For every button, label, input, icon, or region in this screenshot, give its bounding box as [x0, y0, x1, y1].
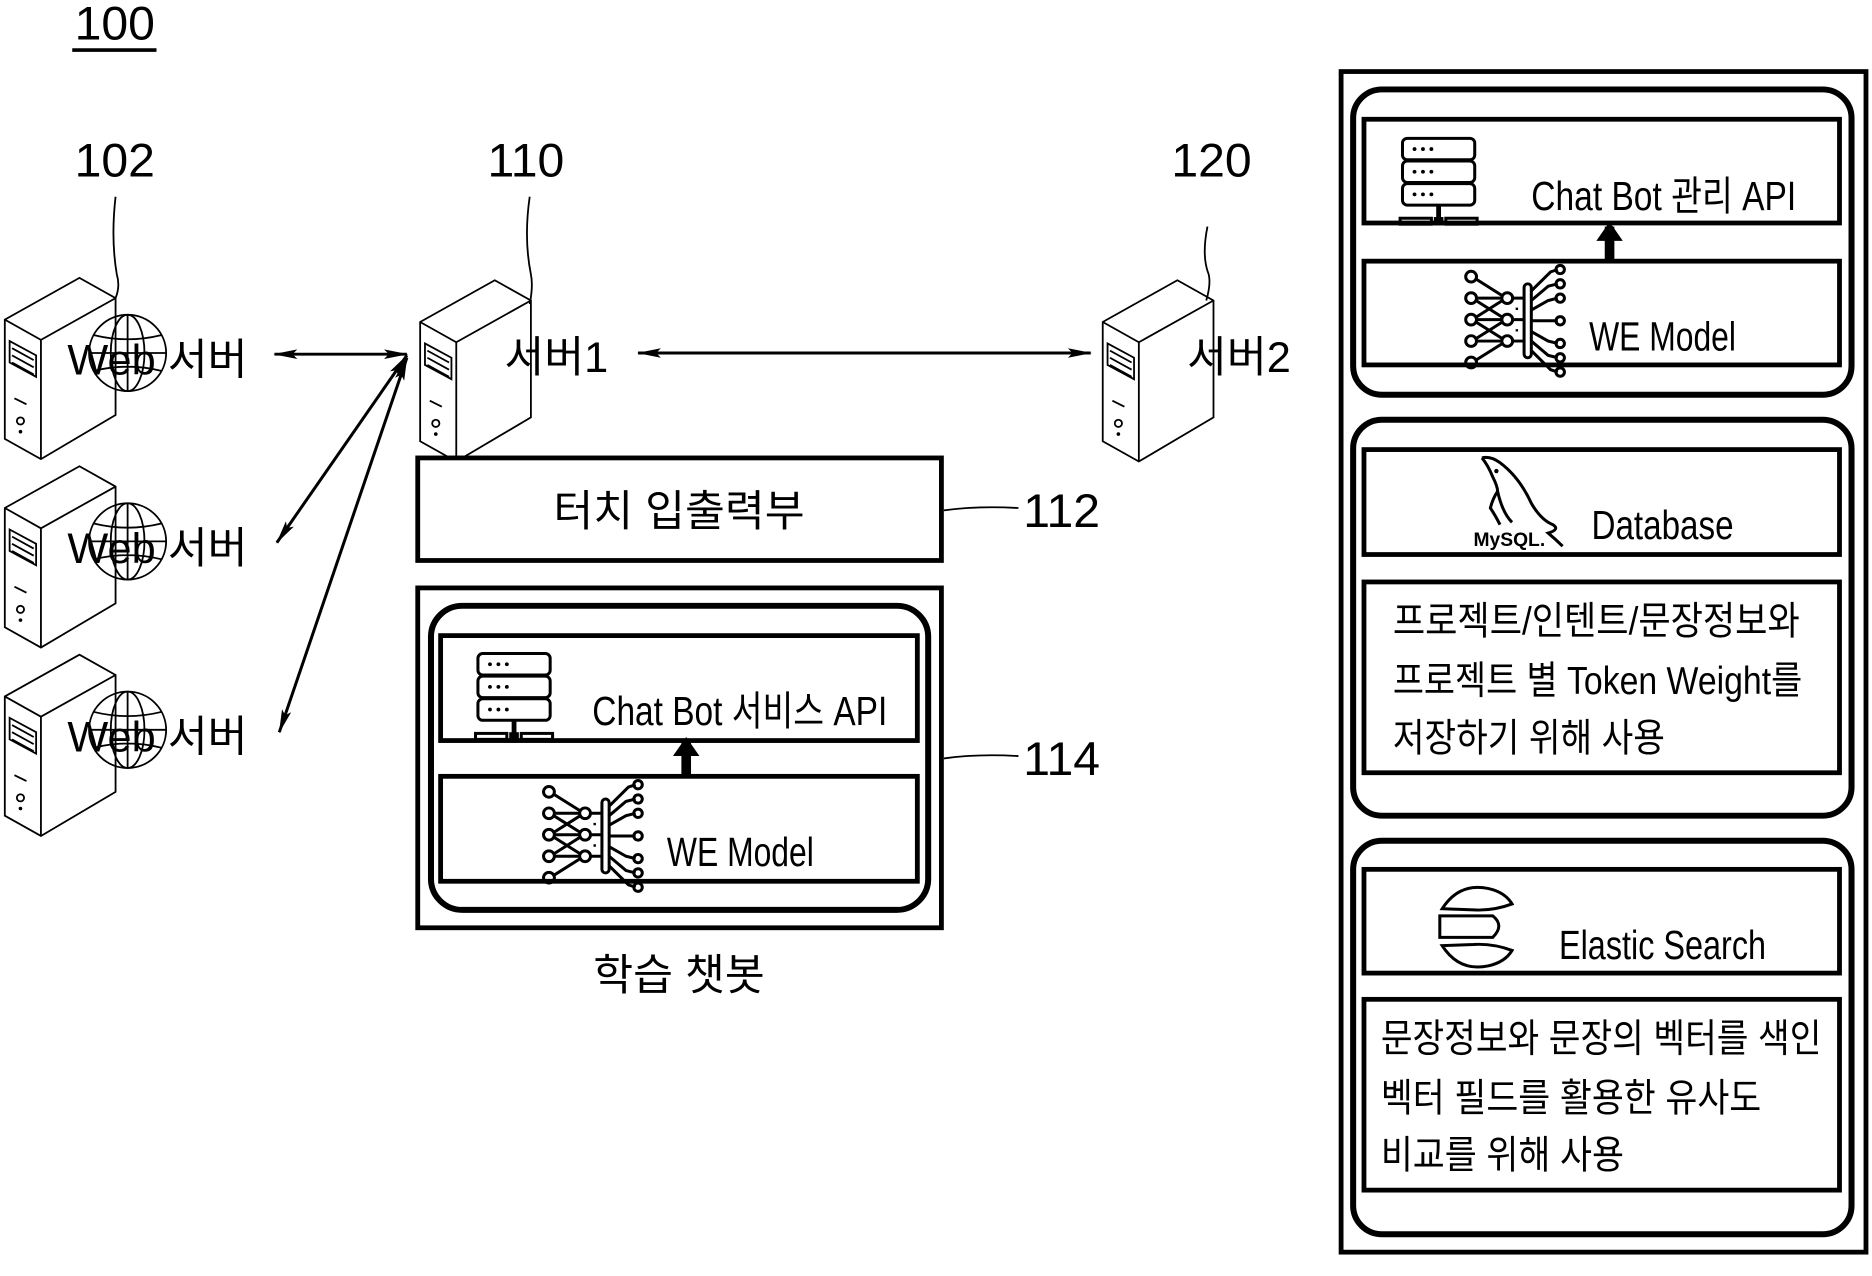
- figure-number: 100: [72, 0, 157, 52]
- web-server-1[interactable]: Web 서버: [3, 276, 248, 461]
- search-frame: [1350, 837, 1855, 1238]
- search-description-line: 문장정보와 문장의 벡터를 색인: [1381, 1017, 1822, 1061]
- search-description-box: [1361, 996, 1842, 1193]
- we-model[interactable]: WE Model: [438, 773, 920, 893]
- web-server-label: Web 서버: [67, 337, 247, 385]
- chatbot-management-api[interactable]: Chat Bot 관리 API: [1361, 116, 1842, 225]
- management-we-model-box: [1361, 258, 1842, 368]
- touch-io-box: [415, 455, 944, 563]
- web-server-3[interactable]: Web 서버: [3, 653, 248, 837]
- leader-line-102: [112, 196, 120, 299]
- elasticsearch-icon: [1438, 885, 1515, 969]
- search-header-box: [1361, 866, 1842, 976]
- database-header-box: [1361, 447, 1842, 557]
- search-label: Elastic Search: [1559, 922, 1766, 968]
- management-frame: [1350, 86, 1855, 398]
- search-description-line: 비교를 위해 사용: [1381, 1134, 1624, 1178]
- ref-110: 110: [488, 135, 565, 305]
- arrow-model-to-api-head: [672, 736, 700, 757]
- database-header[interactable]: MySQL. Database: [1361, 447, 1842, 557]
- database-description-line: 프로젝트/인텐트/문장정보와: [1393, 600, 1800, 644]
- server2[interactable]: 서버2: [1101, 279, 1291, 463]
- leader-line-110: [526, 196, 533, 305]
- search-header[interactable]: Elastic Search: [1361, 866, 1842, 976]
- ref-102: 102: [75, 135, 155, 299]
- management-section: Chat Bot 관리 API WE Model: [1350, 86, 1855, 398]
- mysql-dolphin-icon: MySQL.: [1474, 455, 1564, 551]
- arrow-web2-server1: [275, 354, 409, 544]
- web-server-2[interactable]: Web 서버: [3, 465, 248, 649]
- chatbot-service-api[interactable]: Chat Bot 서비스 API: [438, 633, 920, 741]
- server1-label: 서버1: [504, 334, 608, 382]
- leader-line-114: [943, 754, 1019, 760]
- web-server-label: Web 서버: [67, 713, 247, 761]
- search-description-line: 벡터 필드를 활용한 유사도: [1381, 1077, 1761, 1121]
- database-description-line: 프로젝트 별 Token Weight를: [1393, 659, 1802, 703]
- database-description-box: [1361, 579, 1842, 776]
- touch-io-label: 터치 입출력부: [553, 488, 804, 536]
- connections: [273, 348, 1092, 734]
- arrow-model-to-management-api-head: [1596, 221, 1623, 241]
- ref-112: 112: [943, 485, 1100, 538]
- database-frame: [1350, 416, 1855, 819]
- database-description: 프로젝트/인텐트/문장정보와 프로젝트 별 Token Weight를 저장하기…: [1361, 579, 1842, 776]
- chatbot-service-api-label: Chat Bot 서비스 API: [592, 688, 887, 734]
- management-we-model[interactable]: WE Model: [1361, 258, 1842, 378]
- ref-112-text: 112: [1023, 485, 1100, 538]
- touch-io-panel[interactable]: 터치 입출력부: [415, 455, 944, 563]
- ref-120: 120: [1171, 135, 1252, 301]
- mysql-logo-text: MySQL.: [1474, 530, 1546, 551]
- ref-102-text: 102: [75, 135, 155, 188]
- leader-line-112: [943, 506, 1019, 512]
- database-description-line: 저장하기 위해 사용: [1393, 716, 1665, 760]
- server1[interactable]: 서버1: [419, 279, 608, 463]
- ref-110-text: 110: [488, 135, 565, 188]
- server2-panel: Chat Bot 관리 API WE Model MySQL. Database: [1338, 69, 1869, 1255]
- learning-chatbot-inner-frame: [427, 602, 932, 913]
- chatbot-management-api-label: Chat Bot 관리 API: [1531, 173, 1796, 219]
- server2-label: 서버2: [1187, 334, 1291, 382]
- ref-120-text: 120: [1171, 135, 1251, 188]
- we-model-box: [438, 773, 920, 884]
- leader-line-120: [1203, 226, 1211, 301]
- ref-114: 114: [943, 733, 1100, 786]
- web-server-label: Web 서버: [67, 525, 247, 573]
- search-description: 문장정보와 문장의 벡터를 색인 벡터 필드를 활용한 유사도 비교를 위해 사…: [1361, 996, 1842, 1193]
- figure-number-text: 100: [75, 0, 155, 50]
- ref-114-text: 114: [1023, 733, 1100, 786]
- learning-chatbot-panel[interactable]: Chat Bot 서비스 API WE Model 학습 챗봇: [415, 585, 944, 1000]
- search-section: Elastic Search 문장정보와 문장의 벡터를 색인 벡터 필드를 활…: [1350, 837, 1855, 1238]
- arrow-web3-server1: [277, 356, 409, 734]
- database-label: Database: [1592, 502, 1734, 548]
- database-section: MySQL. Database 프로젝트/인텐트/문장정보와 프로젝트 별 To…: [1350, 416, 1855, 819]
- management-we-model-label: WE Model: [1589, 314, 1736, 360]
- learning-chatbot-caption: 학습 챗봇: [593, 952, 764, 1000]
- we-model-label: WE Model: [667, 829, 814, 875]
